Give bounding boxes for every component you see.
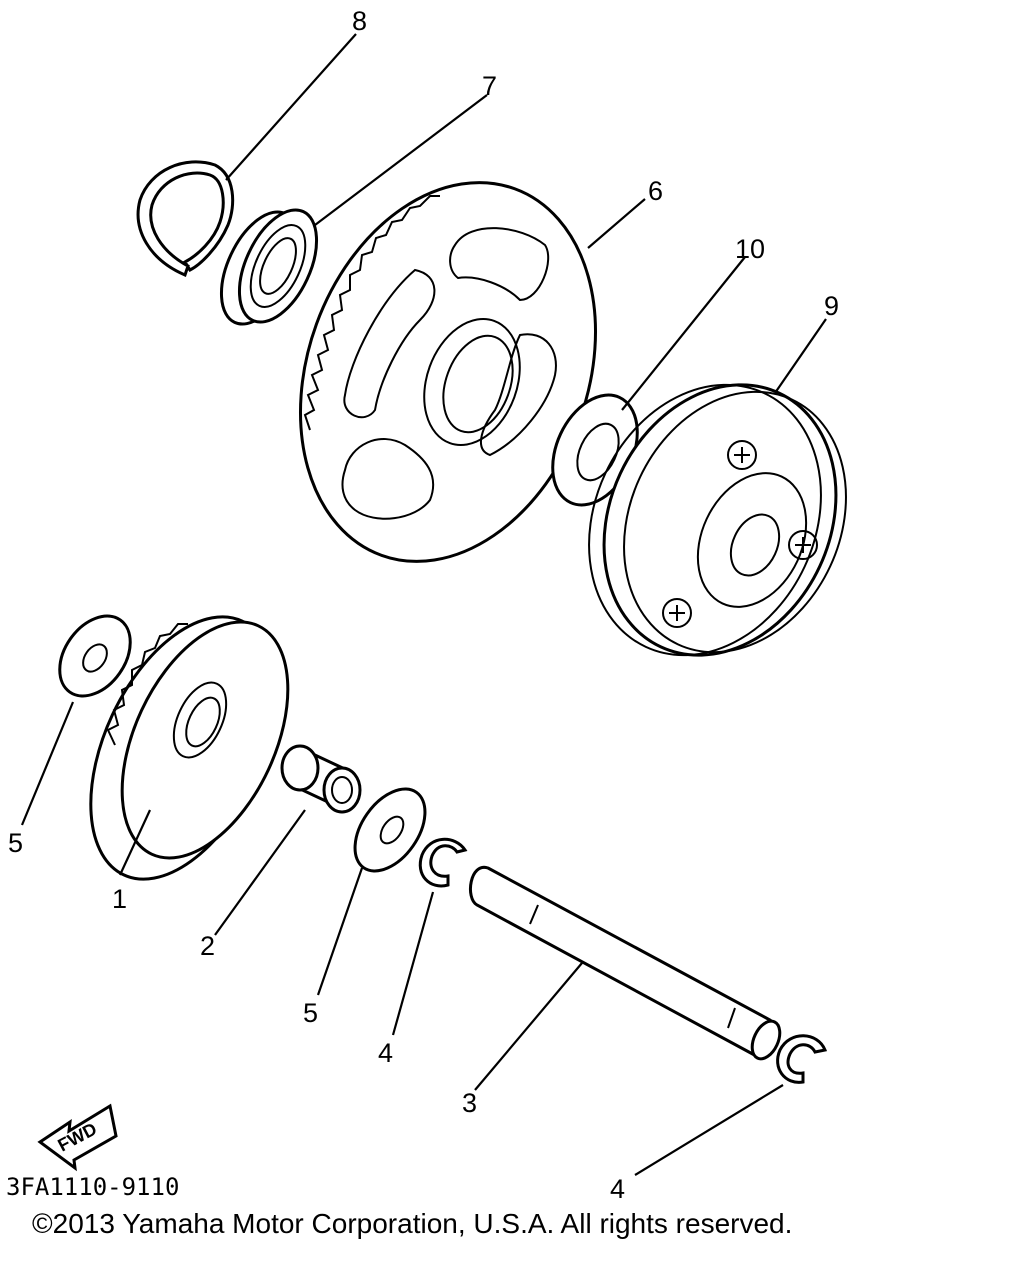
part-5-washer-left bbox=[58, 614, 132, 698]
part-7-bearing bbox=[219, 208, 319, 326]
copyright-notice: ©2013 Yamaha Motor Corporation, U.S.A. A… bbox=[32, 1208, 793, 1239]
part-9-starter-clutch bbox=[588, 383, 847, 657]
part-4-e-clip-upper bbox=[418, 837, 468, 888]
clutch-screw-icon bbox=[727, 440, 757, 470]
drawing-code: 3FA1110-9110 bbox=[6, 1173, 179, 1201]
callout-4-upper: 4 bbox=[378, 1038, 393, 1068]
callout-2: 2 bbox=[200, 931, 215, 961]
callout-6: 6 bbox=[648, 176, 663, 206]
leader-lines bbox=[20, 33, 827, 1176]
callout-10: 10 bbox=[735, 234, 765, 264]
part-4-e-clip-lower bbox=[776, 1034, 828, 1084]
clutch-screw-icon bbox=[788, 530, 818, 560]
fwd-arrow-icon: FWD bbox=[37, 1103, 118, 1172]
callout-7: 7 bbox=[482, 71, 497, 101]
part-2-needle-bearing bbox=[280, 744, 362, 814]
part-8-circlip bbox=[136, 160, 235, 278]
callout-1: 1 bbox=[112, 884, 127, 914]
callout-5-left: 5 bbox=[8, 828, 23, 858]
part-6-starter-wheel-gear bbox=[299, 181, 597, 563]
callout-8: 8 bbox=[352, 6, 367, 36]
part-1-idle-gear bbox=[89, 615, 290, 881]
part-3-shaft bbox=[469, 865, 782, 1061]
callout-9: 9 bbox=[824, 291, 839, 321]
clutch-screw-icon bbox=[662, 598, 692, 628]
callout-3: 3 bbox=[462, 1088, 477, 1118]
callout-5-center: 5 bbox=[303, 998, 318, 1028]
callout-4-lower: 4 bbox=[610, 1174, 625, 1204]
part-5-washer-center bbox=[353, 787, 427, 873]
